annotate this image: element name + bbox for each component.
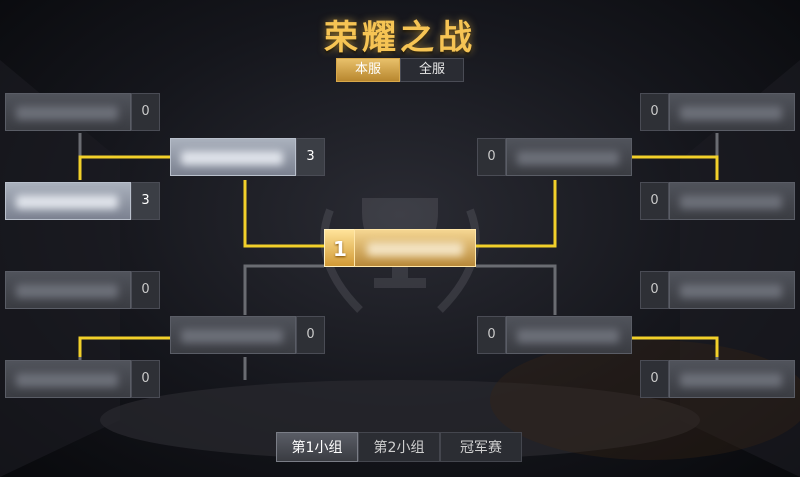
left-r1-slot-2[interactable]: 3 — [5, 182, 160, 220]
player-name-blurred — [669, 271, 795, 309]
right-r2-slot-1[interactable]: 0 — [477, 138, 632, 176]
player-name-blurred — [669, 93, 795, 131]
score: 0 — [131, 271, 160, 309]
score: 0 — [640, 360, 669, 398]
player-name-blurred — [669, 182, 795, 220]
player-name-blurred — [170, 138, 296, 176]
tab-group-2[interactable]: 第2小组 — [358, 432, 440, 462]
player-name-blurred — [5, 271, 131, 309]
score: 0 — [131, 93, 160, 131]
left-r1-slot-4[interactable]: 0 — [5, 360, 160, 398]
left-r1-slot-3[interactable]: 0 — [5, 271, 160, 309]
left-r2-slot-1[interactable]: 3 — [170, 138, 325, 176]
player-name-blurred — [5, 360, 131, 398]
tab-all-servers[interactable]: 全服 — [400, 58, 464, 82]
tab-group-1[interactable]: 第1小组 — [276, 432, 358, 462]
score: 0 — [640, 93, 669, 131]
player-name-blurred — [5, 182, 131, 220]
score: 3 — [131, 182, 160, 220]
right-r1-slot-2[interactable]: 0 — [640, 182, 795, 220]
champion-slot[interactable]: 1 — [324, 229, 476, 267]
left-r1-slot-1[interactable]: 0 — [5, 93, 160, 131]
player-name-blurred — [170, 316, 296, 354]
page-title: 荣耀之战 — [324, 18, 476, 58]
left-r2-slot-2[interactable]: 0 — [170, 316, 325, 354]
score: 3 — [296, 138, 325, 176]
right-r2-slot-2[interactable]: 0 — [477, 316, 632, 354]
score: 0 — [296, 316, 325, 354]
rank-badge: 1 — [324, 229, 356, 267]
server-tabs: 本服 全服 — [336, 58, 464, 82]
score: 0 — [477, 138, 506, 176]
tab-local-server[interactable]: 本服 — [336, 58, 400, 82]
score: 0 — [131, 360, 160, 398]
group-tabs: 第1小组 第2小组 冠军赛 — [276, 432, 522, 462]
score: 0 — [640, 182, 669, 220]
right-r1-slot-1[interactable]: 0 — [640, 93, 795, 131]
player-name-blurred — [506, 138, 632, 176]
player-name-blurred — [669, 360, 795, 398]
score: 0 — [640, 271, 669, 309]
champion-name-blurred — [354, 229, 476, 267]
score: 0 — [477, 316, 506, 354]
right-r1-slot-4[interactable]: 0 — [640, 360, 795, 398]
player-name-blurred — [506, 316, 632, 354]
player-name-blurred — [5, 93, 131, 131]
tab-championship[interactable]: 冠军赛 — [440, 432, 522, 462]
right-r1-slot-3[interactable]: 0 — [640, 271, 795, 309]
